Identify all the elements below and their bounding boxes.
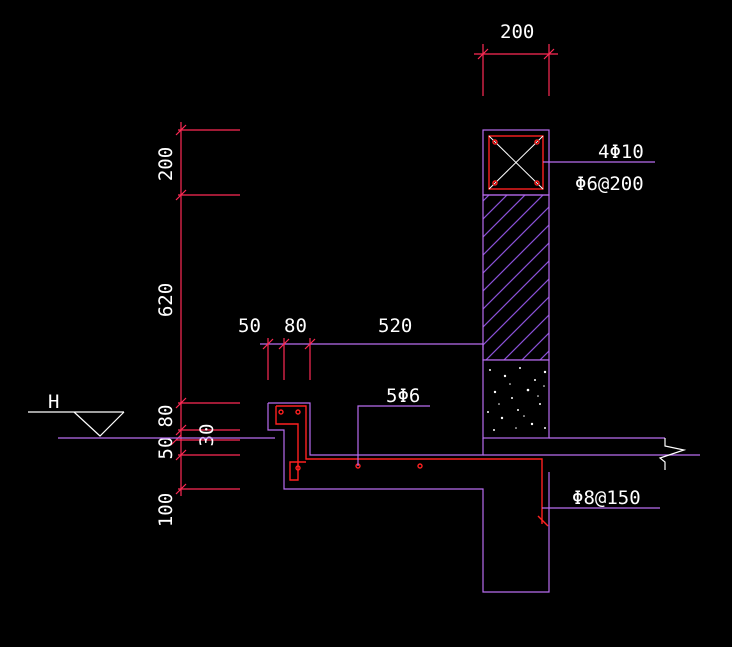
dim-520-label: 520 bbox=[378, 315, 412, 337]
stirrups-label: Φ6@200 bbox=[575, 173, 644, 195]
dim-200-label: 200 bbox=[155, 147, 177, 181]
concrete-speckle bbox=[487, 367, 547, 431]
break-line bbox=[658, 438, 687, 470]
dim-100-label: 100 bbox=[155, 493, 177, 527]
horizontal-dimension-chain bbox=[260, 338, 483, 380]
dim-620-label: 620 bbox=[155, 283, 177, 317]
slab-outline bbox=[267, 402, 700, 593]
level-mark bbox=[28, 411, 125, 437]
top-width-label: 200 bbox=[500, 21, 534, 43]
column-section bbox=[482, 129, 550, 439]
leader-lines bbox=[357, 161, 660, 509]
dim-50-label: 50 bbox=[155, 437, 177, 460]
dim-80-label: 80 bbox=[155, 405, 177, 428]
vertical-dimension-chain bbox=[170, 122, 240, 496]
top-width-dimension bbox=[474, 44, 558, 96]
column-rebar-cage bbox=[488, 135, 544, 190]
level-mark-label: H bbox=[48, 391, 59, 413]
dim-30-label: 30 bbox=[196, 424, 218, 447]
corner-bars-label: 4Φ10 bbox=[598, 141, 644, 163]
dim-80h-label: 80 bbox=[284, 315, 307, 337]
dim-50h-label: 50 bbox=[238, 315, 261, 337]
slab-bars-label: Φ8@150 bbox=[572, 487, 641, 509]
ledge-bars-label: 5Φ6 bbox=[386, 385, 420, 407]
ledge-rebar bbox=[275, 405, 549, 527]
